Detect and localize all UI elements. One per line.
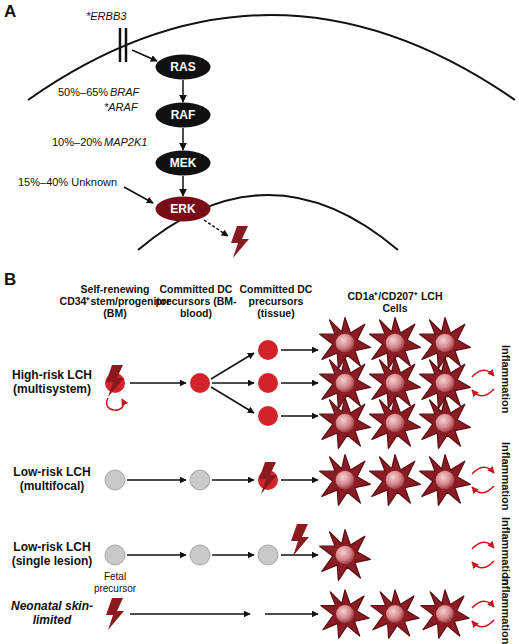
cell-membrane xyxy=(28,15,515,100)
arrow xyxy=(211,387,254,413)
inflammation-label: Inflammation xyxy=(499,517,512,585)
arrow xyxy=(124,187,153,203)
node-text-holder: RAF xyxy=(155,102,211,128)
node-label: RAS xyxy=(170,60,195,74)
arrow xyxy=(265,613,318,615)
pathway-node: RAF xyxy=(155,102,211,128)
gene-name: BRAF xyxy=(110,86,150,99)
panel-letter: A xyxy=(4,2,26,22)
lch-cell xyxy=(320,530,371,581)
gene-name: *ARAF xyxy=(104,101,148,114)
mutation-frequency: 10%–20% xyxy=(52,136,106,149)
panel-letter: B xyxy=(4,270,26,290)
lch-cell-cluster xyxy=(321,590,469,638)
gene-name: MAP2K1 xyxy=(104,136,156,149)
pathway-node: MEK xyxy=(155,150,211,176)
inflammation-arrow xyxy=(472,542,494,549)
mutation-bolt xyxy=(106,365,124,397)
grey-cell xyxy=(258,545,278,565)
arrow xyxy=(127,479,186,481)
arrow xyxy=(212,479,254,481)
lch-cell-cluster xyxy=(320,318,471,449)
grey-cell xyxy=(190,545,210,565)
inflammation-arrow xyxy=(472,389,494,396)
arrow xyxy=(130,382,186,384)
node-label: ERK xyxy=(170,202,195,216)
column-header: CD1a⁺/CD207⁺ LCH Cells xyxy=(345,290,445,314)
red-cell xyxy=(258,373,278,393)
red-cell xyxy=(258,406,278,426)
mutation-bolt xyxy=(291,524,309,556)
grey-cell xyxy=(105,545,125,565)
row-label: High-risk LCH (multisystem) xyxy=(0,369,104,397)
node-label: RAF xyxy=(171,108,196,122)
precursor-label: Fetal precursor xyxy=(85,571,145,594)
arrow xyxy=(127,554,186,556)
arrow xyxy=(211,353,254,379)
receptor-symbol xyxy=(125,28,128,62)
node-ellipse xyxy=(156,103,211,128)
arrow xyxy=(281,479,318,481)
pathway-arrow xyxy=(182,176,184,196)
node-text-holder: MEK xyxy=(155,150,211,176)
receptor-symbol xyxy=(119,28,122,62)
red-cell xyxy=(190,373,210,393)
dashed-arrow xyxy=(204,220,228,236)
grey-cell xyxy=(105,470,125,490)
node-ellipse xyxy=(156,151,211,176)
inflammation-label: Inflammation xyxy=(499,576,512,644)
mutation-bolt xyxy=(106,598,124,630)
arrow xyxy=(281,349,318,351)
gene-name: *ERBB3 xyxy=(86,10,146,23)
node-label: MEK xyxy=(170,156,197,170)
inflammation-arrow xyxy=(472,486,494,493)
pathway-node: ERK xyxy=(155,196,211,222)
pathway-node: RAS xyxy=(155,54,211,80)
red-cell xyxy=(258,340,278,360)
inflammation-label: Inflammation xyxy=(499,345,512,413)
arrow xyxy=(130,613,250,615)
arrow xyxy=(281,415,318,417)
inflammation-arrow xyxy=(472,370,494,377)
arrow xyxy=(212,554,254,556)
arrow xyxy=(281,554,318,556)
inflammation-arrow xyxy=(472,561,494,568)
mutation-frequency: 15%–40% Unknown xyxy=(18,176,142,189)
node-text-holder: ERK xyxy=(155,196,211,222)
mutation-frequency: 50%–65% xyxy=(58,86,112,99)
arrow xyxy=(132,50,157,61)
pathway-arrow xyxy=(182,128,184,150)
inflammation-arrow xyxy=(472,601,494,608)
node-text-holder: RAS xyxy=(155,54,211,80)
arrow xyxy=(281,382,318,384)
grey-cell xyxy=(190,470,210,490)
nuclear-membrane xyxy=(138,195,398,250)
self-renewal-arrow xyxy=(107,398,124,410)
inflammation-arrow xyxy=(472,467,494,474)
arrow xyxy=(212,382,254,384)
row-label: Neonatal skin-limited xyxy=(0,600,104,628)
mutation-bolt xyxy=(259,462,277,494)
node-ellipse xyxy=(156,197,211,222)
node-ellipse xyxy=(156,55,211,80)
mutation-bolt xyxy=(231,226,249,258)
row-label: Low-risk LCH (single lesion) xyxy=(0,541,104,569)
row-label: Low-risk LCH (multifocal) xyxy=(0,466,104,494)
inflammation-arrow xyxy=(472,620,494,627)
column-header: Committed DC precursors (BM-blood) xyxy=(155,283,237,319)
column-header: Committed DC precursors (tissue) xyxy=(237,283,315,319)
pathway-arrow xyxy=(182,80,184,102)
inflammation-label: Inflammation xyxy=(499,442,512,510)
lch-cell-cluster xyxy=(320,455,471,506)
